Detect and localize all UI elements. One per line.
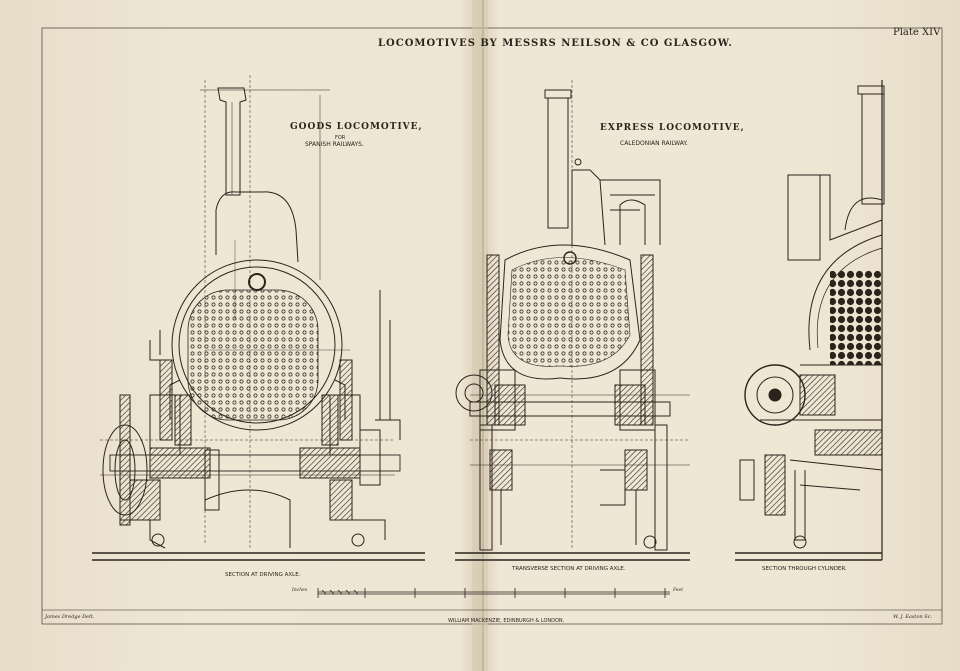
engraver-credit: W. J. Easton Sc.	[893, 614, 933, 620]
goods-locomotive-drawing	[92, 75, 425, 561]
publisher-imprint: WILLIAM MACKENZIE, EDINBURGH & LONDON.	[448, 618, 565, 624]
cylinder-caption: SECTION THROUGH CYLINDER.	[762, 566, 847, 572]
scale-label-feet: Feet	[673, 588, 684, 593]
scale-label-inches: Inches	[292, 588, 308, 593]
express-locomotive-drawing	[455, 80, 690, 561]
scale-bar	[317, 588, 670, 598]
express-subtitle-railway: CALEDONIAN RAILWAY.	[620, 140, 688, 147]
goods-subtitle-railway: SPANISH RAILWAYS.	[305, 141, 364, 148]
cylinder-section-drawing	[735, 80, 885, 561]
goods-heading: GOODS LOCOMOTIVE,	[290, 122, 423, 132]
plate-number: Plate XIV	[893, 27, 941, 38]
express-heading: EXPRESS LOCOMOTIVE,	[600, 123, 745, 133]
plate-title: LOCOMOTIVES BY MESSRS NEILSON & CO GLASG…	[378, 38, 733, 49]
goods-subtitle-for: FOR	[335, 135, 346, 141]
draughtsman-credit: James Dredge Delt.	[45, 614, 95, 620]
express-caption: TRANSVERSE SECTION AT DRIVING AXLE.	[512, 566, 626, 572]
goods-caption: SECTION AT DRIVING AXLE.	[225, 572, 301, 578]
